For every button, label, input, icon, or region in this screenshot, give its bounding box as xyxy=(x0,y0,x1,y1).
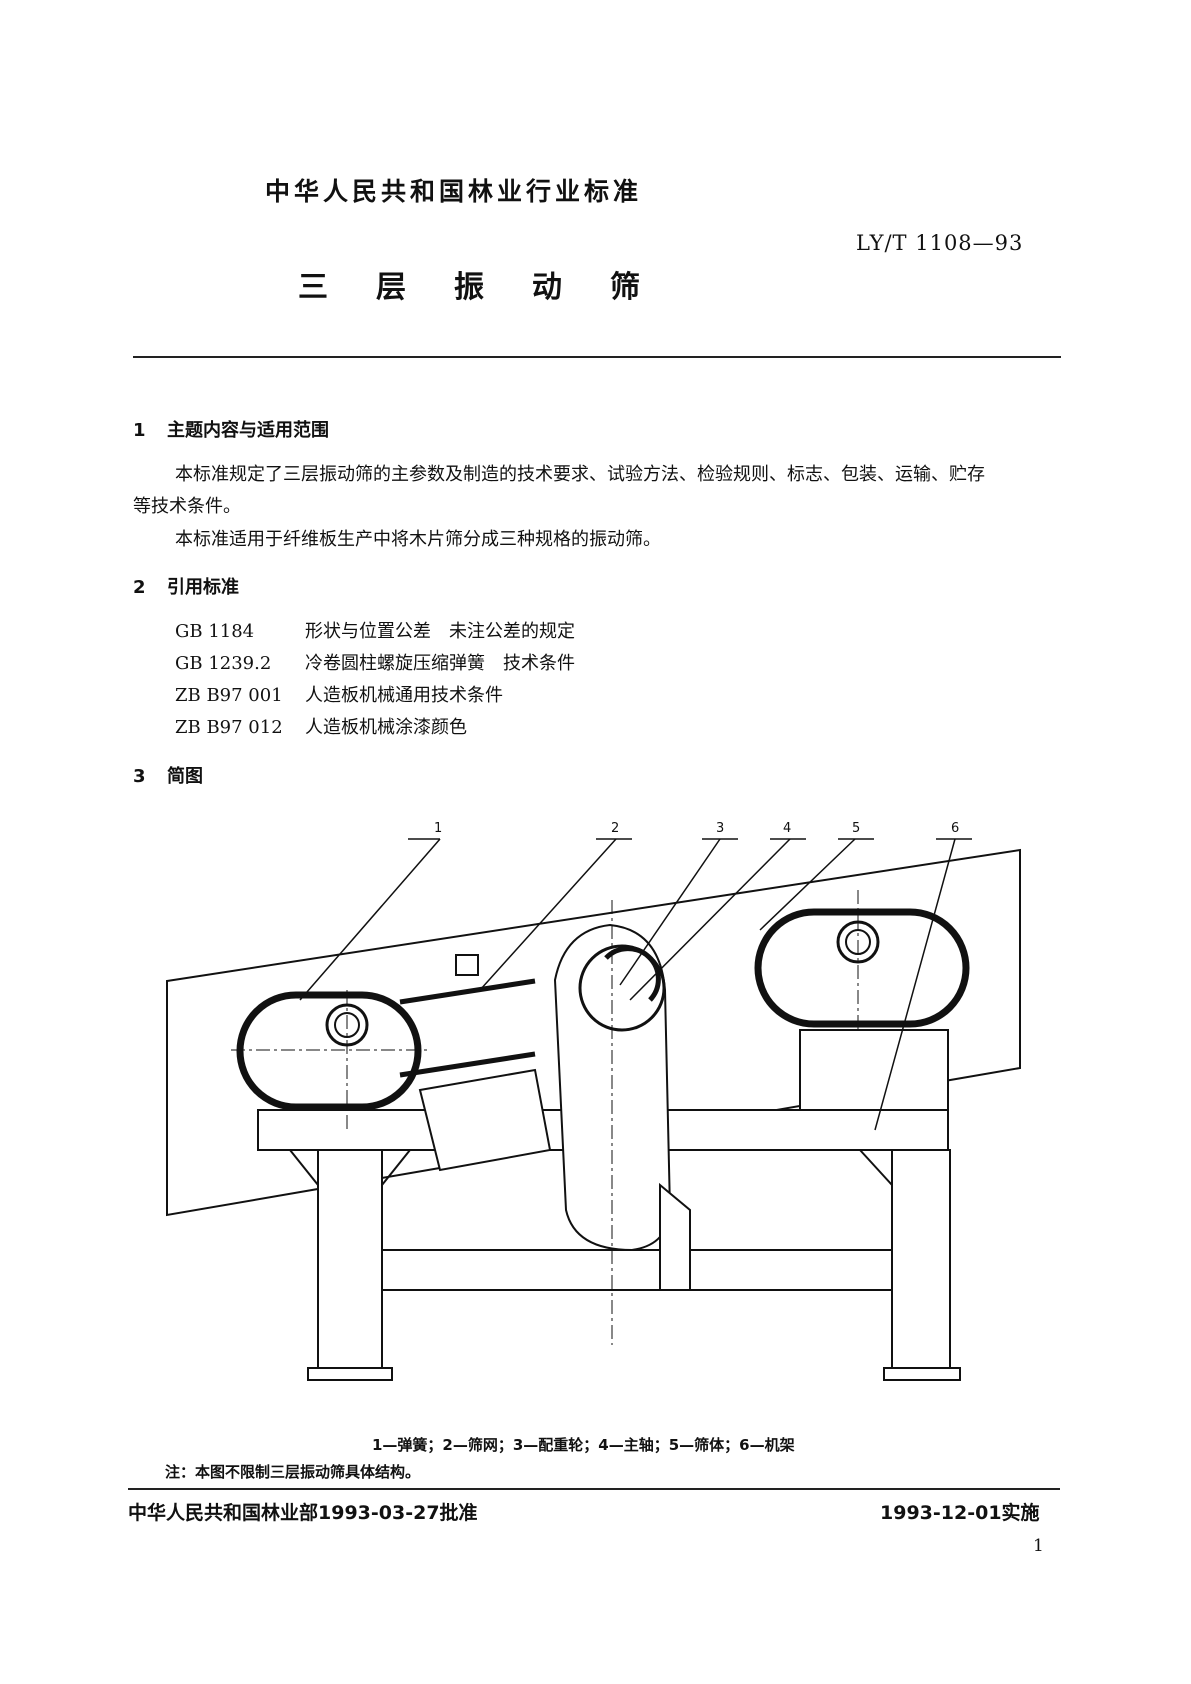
right-spring xyxy=(754,890,970,1111)
vibrating-screen-diagram: 1 2 3 4 5 6 xyxy=(166,821,1021,1381)
base-frame xyxy=(257,1109,961,1381)
figure-note: 注：本图不限制三层振动筛具体结构。 xyxy=(165,1463,421,1481)
screen-mesh xyxy=(399,954,552,1172)
left-spring xyxy=(231,990,430,1130)
callout-labels: 1 2 3 4 5 6 xyxy=(434,821,959,836)
issue-date: 中华人民共和国林业部1993-03-27批准 xyxy=(128,1502,478,1524)
callout-4: 4 xyxy=(783,821,791,836)
standard-code: LY/T 1108—93 xyxy=(856,231,1024,255)
callout-6: 6 xyxy=(951,821,959,836)
counterweight-housing xyxy=(553,900,691,1345)
document-title: 三层振动筛 xyxy=(298,270,688,305)
page-number: 1 xyxy=(1033,1536,1044,1556)
section-1-paragraph-1-cont: 等技术条件。 xyxy=(133,496,241,517)
section-1-paragraph-1: 本标准规定了三层振动筛的主参数及制造的技术要求、试验方法、检验规则、标志、包装、… xyxy=(175,464,985,485)
footer-divider xyxy=(128,1488,1060,1490)
callout-3: 3 xyxy=(716,821,724,836)
callout-1: 1 xyxy=(434,821,442,836)
callout-5: 5 xyxy=(852,821,860,836)
issuing-authority-title: 中华人民共和国林业行业标准 xyxy=(265,177,643,206)
callout-leaders xyxy=(299,838,972,1131)
section-1-paragraph-2: 本标准适用于纤维板生产中将木片筛分成三种规格的振动筛。 xyxy=(175,529,661,550)
header-divider xyxy=(133,356,1061,358)
effective-date: 1993-12-01实施 xyxy=(880,1502,1040,1524)
figure-caption: 1—弹簧；2—筛网；3—配重轮；4—主轴；5—筛体；6—机架 xyxy=(372,1436,795,1454)
callout-2: 2 xyxy=(611,821,619,836)
